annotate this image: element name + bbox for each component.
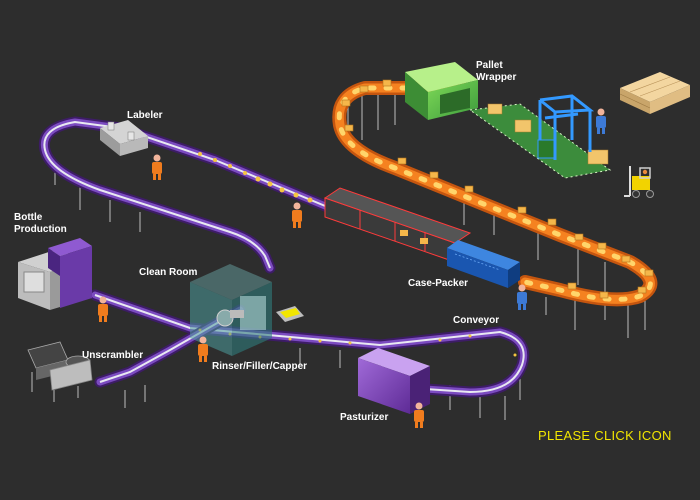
bottles (198, 152, 517, 357)
label-pallet-wrapper[interactable]: Pallet Wrapper (476, 60, 517, 83)
worker-icon[interactable] (292, 202, 302, 229)
worker-icon[interactable] (517, 284, 527, 311)
labeler-machine[interactable] (100, 120, 148, 156)
label-rinser-filler-capper[interactable]: Rinser/Filler/Capper (212, 361, 308, 372)
label-case-packer[interactable]: Case-Packer (408, 278, 469, 289)
label-bottle-production[interactable]: Bottle Production (14, 212, 67, 235)
case-packer-machine[interactable] (323, 187, 520, 288)
palletizer-frame[interactable] (537, 94, 595, 160)
label-conveyor[interactable]: Conveyor (453, 315, 500, 326)
pallet-icon[interactable] (619, 72, 690, 114)
label-unscrambler[interactable]: Unscrambler (82, 350, 144, 361)
worker-icon[interactable] (98, 296, 108, 323)
label-clean-room[interactable]: Clean Room (139, 267, 198, 278)
click-icon-prompt: PLEASE CLICK ICON (538, 428, 672, 443)
filler-hopper[interactable] (276, 306, 304, 322)
worker-icon[interactable] (198, 336, 208, 363)
worker-icon[interactable] (596, 108, 606, 135)
orange-conveyor[interactable] (332, 81, 658, 307)
pallet-wrapper-machine[interactable] (405, 62, 478, 120)
worker-icon[interactable] (414, 402, 424, 429)
pasturizer-machine[interactable] (358, 348, 430, 414)
label-pasturizer[interactable]: Pasturizer (340, 412, 389, 423)
unscrambler-machine[interactable] (27, 341, 93, 402)
cases-on-conveyor (341, 79, 654, 299)
clean-room[interactable] (190, 264, 272, 356)
label-labeler[interactable]: Labeler (127, 110, 163, 121)
worker-icon[interactable] (152, 154, 162, 181)
bottle-production-machine[interactable] (18, 238, 92, 310)
forklift-icon[interactable] (624, 166, 654, 198)
